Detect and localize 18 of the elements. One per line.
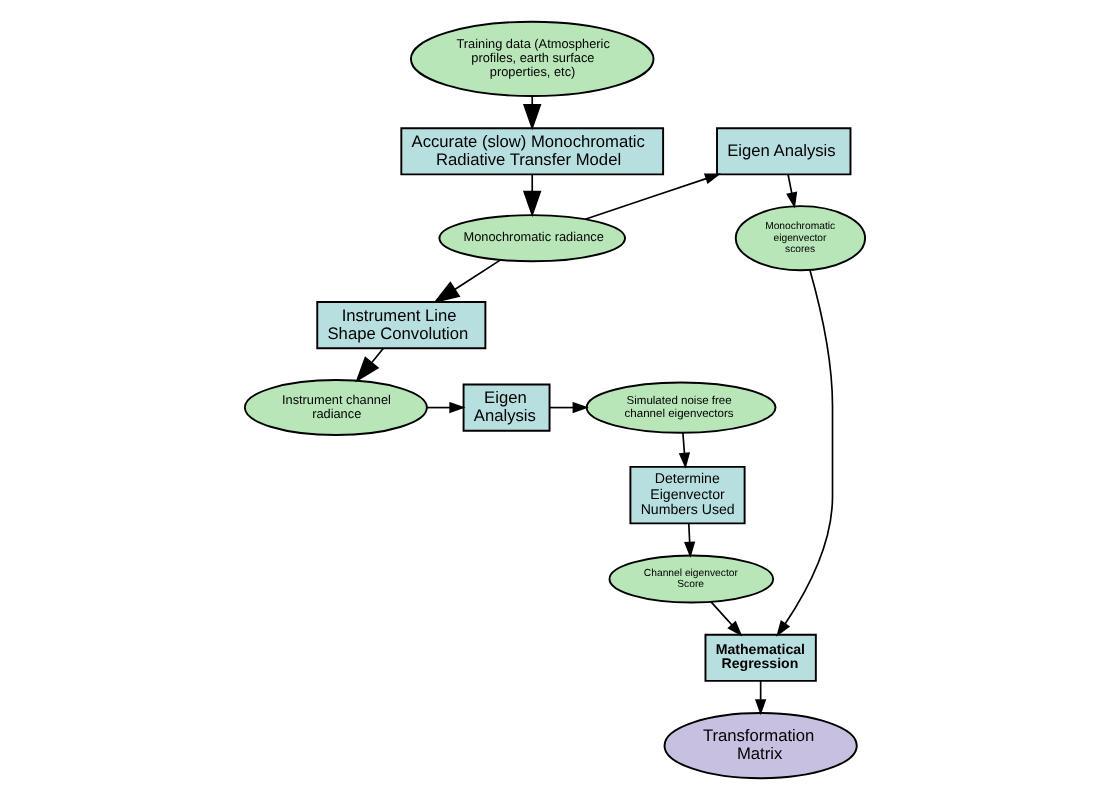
arrow (710, 601, 743, 637)
arrow (684, 522, 696, 558)
arrow (776, 269, 834, 637)
arrow (522, 95, 542, 131)
arrow (678, 432, 691, 469)
arrow (522, 173, 542, 218)
arrow (355, 347, 385, 383)
node-ellipse: Transformation Matrix (663, 712, 858, 780)
node-box: Eigen Analysis (716, 127, 852, 176)
arrow (786, 173, 798, 209)
node-box: Instrument Line Shape Convolution (316, 301, 487, 350)
arrow (426, 401, 466, 414)
arrow (433, 259, 502, 304)
arrow (549, 401, 589, 414)
node-box: Accurate (slow) Monochromatic Radiative Transfer Model (400, 127, 665, 176)
node-box: Eigen Analysis (462, 383, 551, 432)
arrow (584, 173, 722, 220)
arrow (755, 680, 767, 716)
